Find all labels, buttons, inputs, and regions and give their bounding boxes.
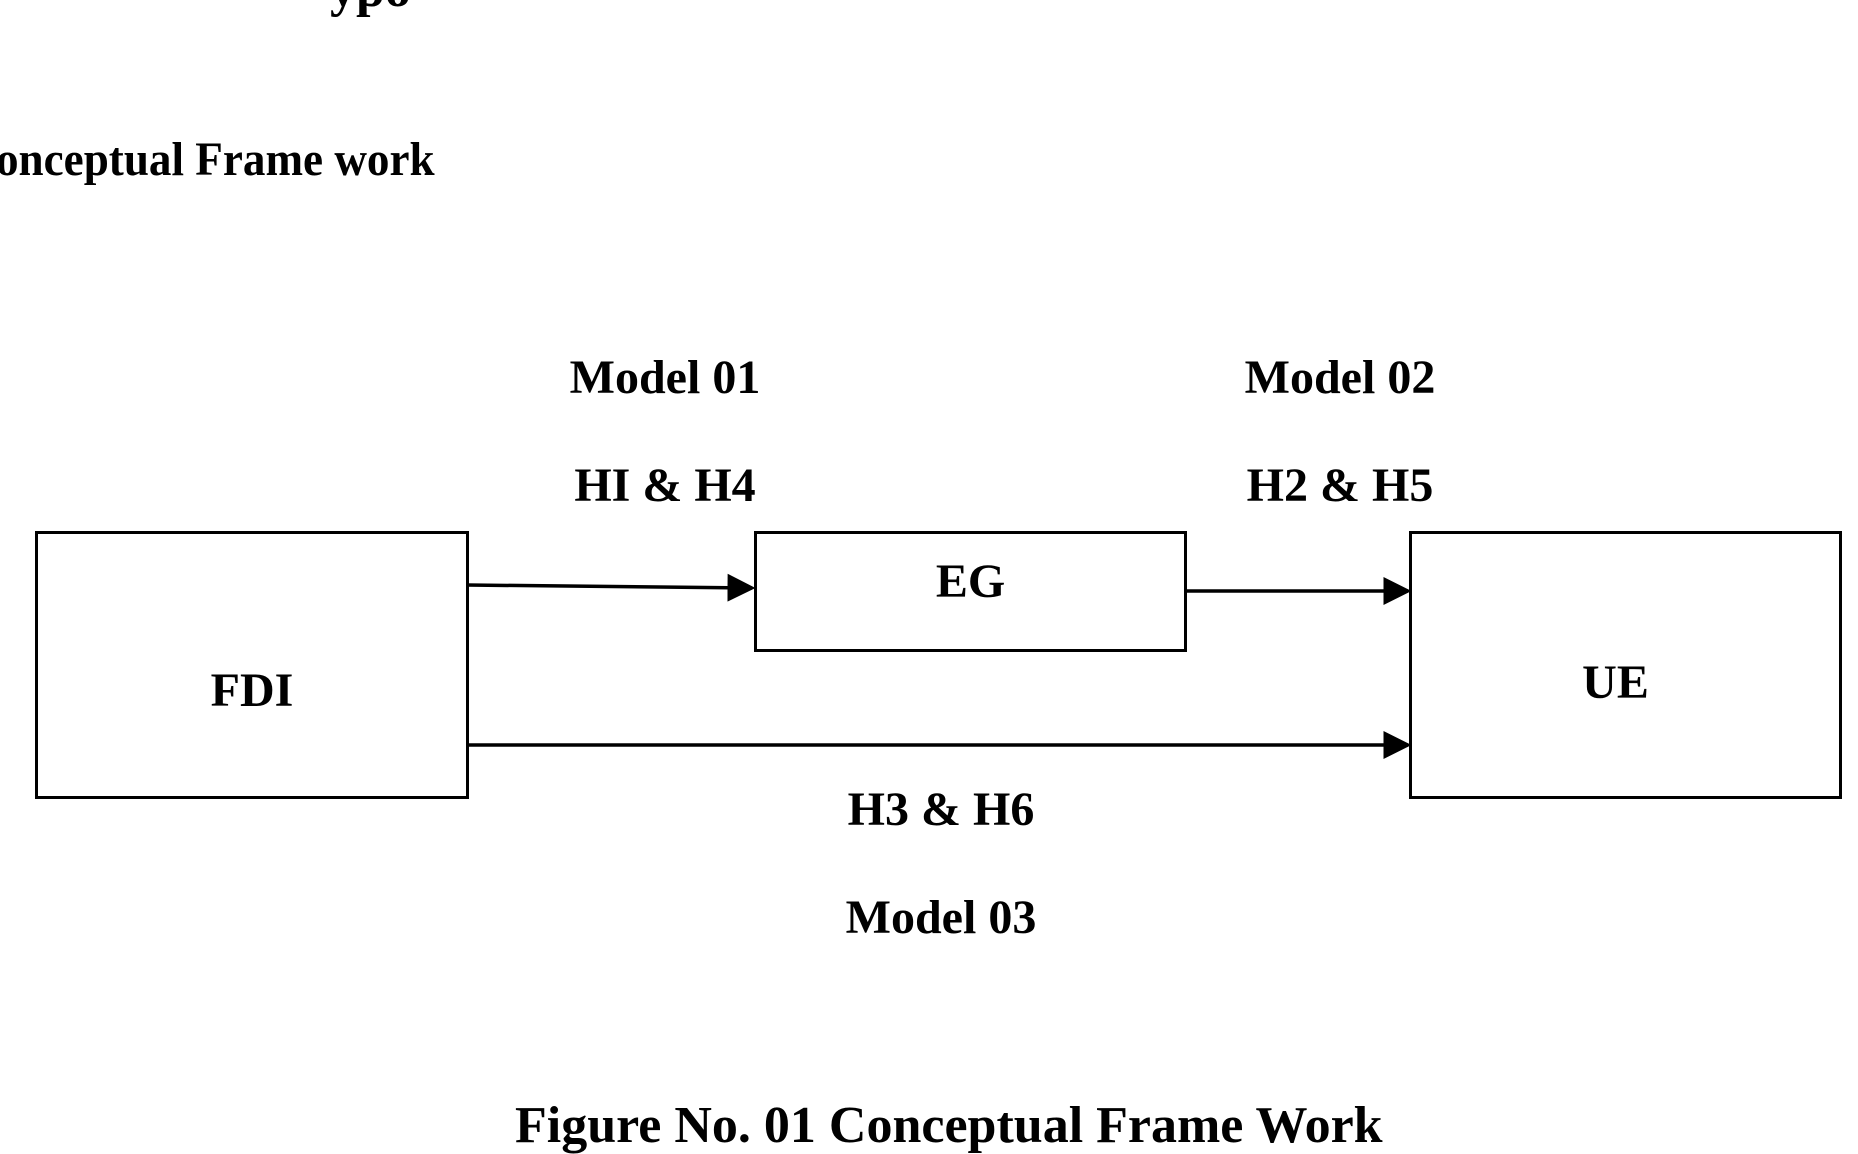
diagram-connectors — [466, 573, 1412, 759]
edge-fdi-ue-hypotheses-label: H3 & H6 — [847, 783, 1035, 836]
figure-caption: Figure No. 01 Conceptual Frame Work — [515, 1097, 1383, 1154]
clipped-heading: ypo — [330, 0, 411, 16]
node-eg: EG — [754, 531, 1187, 652]
node-eg-label: EG — [935, 555, 1006, 608]
edge-eg-ue-hypotheses-label: H2 & H5 — [1246, 459, 1434, 512]
section-title: onceptual Frame work — [0, 133, 435, 186]
edge-eg-ue-model-label: Model 02 — [1244, 351, 1436, 404]
node-ue: UE — [1409, 531, 1842, 799]
edge-fdi-ue-model-label: Model 03 — [845, 891, 1037, 944]
node-ue-label: UE — [1582, 656, 1649, 709]
node-fdi: FDI — [35, 531, 469, 799]
edge-fdi-eg-model-label: Model 01 — [569, 351, 761, 404]
arrow-fdi-to-eg — [466, 573, 756, 602]
edge-fdi-eg-hypotheses-label: HI & H4 — [574, 459, 756, 512]
node-fdi-label: FDI — [210, 664, 294, 717]
